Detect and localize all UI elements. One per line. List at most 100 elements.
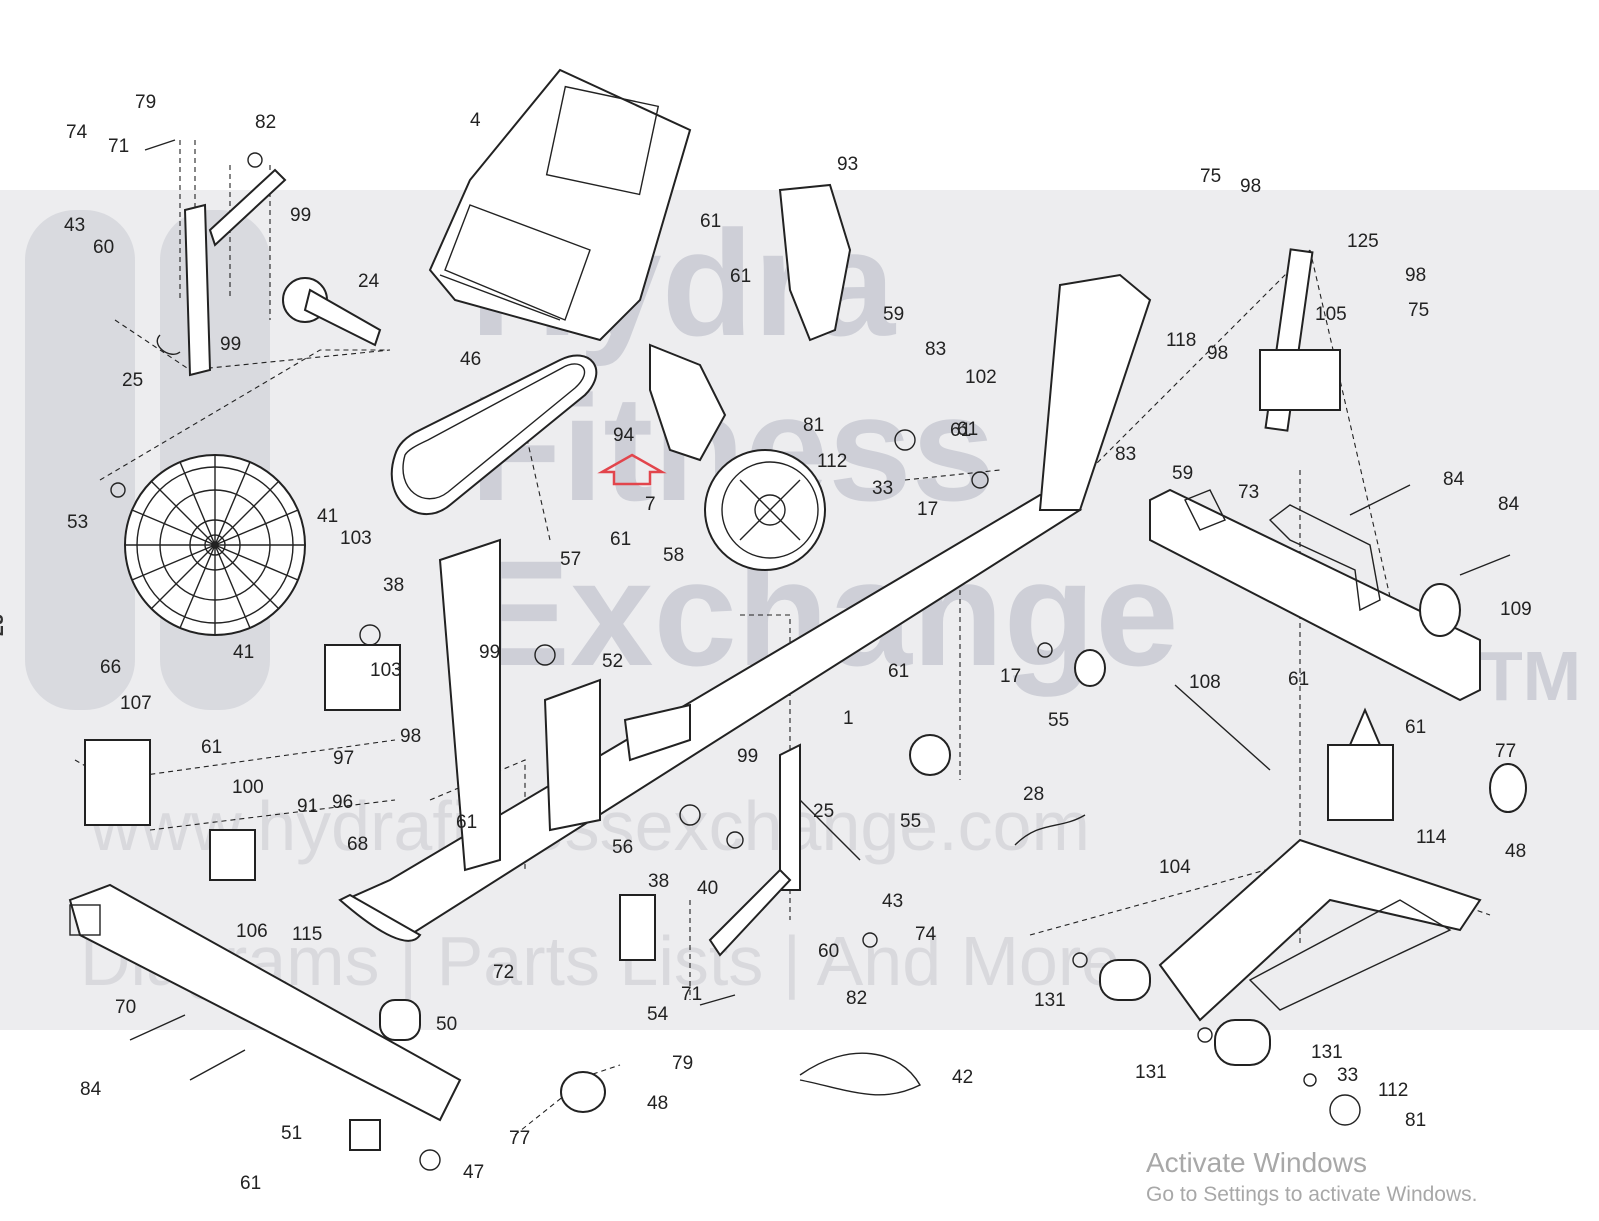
part-axle-24 [282, 277, 382, 347]
callout-4: 4 [470, 110, 481, 131]
callout-25: 25 [813, 801, 834, 822]
callout-77: 77 [1495, 741, 1516, 762]
callout-91: 91 [297, 796, 318, 817]
callout-43: 43 [64, 215, 85, 236]
callout-28: 28 [1023, 784, 1044, 805]
callout-93: 93 [837, 154, 858, 175]
watermark-logo-bar [25, 210, 135, 710]
callout-42: 42 [952, 1067, 973, 1088]
callout-40: 40 [697, 878, 718, 899]
callout-55: 55 [1048, 710, 1069, 731]
callout-54: 54 [647, 1004, 669, 1025]
callout-61: 61 [950, 420, 971, 441]
callout-98: 98 [400, 726, 421, 747]
callout-41: 41 [317, 506, 338, 527]
callout-79: 79 [135, 92, 156, 113]
callout-79: 79 [672, 1053, 693, 1074]
callout-1: 1 [843, 708, 854, 729]
callout-61: 61 [888, 661, 909, 682]
callout-7: 7 [645, 494, 656, 515]
callout-55: 55 [900, 811, 921, 832]
callout-75: 75 [1200, 166, 1221, 187]
part-upright-25 [708, 743, 861, 957]
part-crank-arm [156, 168, 287, 377]
callout-84: 84 [1443, 469, 1465, 490]
callout-109: 109 [1500, 599, 1532, 620]
callout-83: 83 [925, 339, 946, 360]
callout-38: 38 [383, 575, 404, 596]
callout-61: 61 [240, 1173, 261, 1194]
part-fan-wheel [124, 454, 306, 636]
callout-82: 82 [846, 988, 867, 1009]
callout-104: 104 [1159, 857, 1191, 878]
part-electronics [84, 644, 1086, 1151]
callout-72: 72 [493, 962, 514, 983]
callout-33: 33 [872, 478, 893, 499]
callout-112: 112 [817, 451, 847, 472]
part-hardware [110, 139, 1511, 1171]
callout-52: 52 [602, 651, 623, 672]
callout-46: 46 [460, 349, 481, 370]
callout-107: 107 [120, 693, 152, 714]
callout-labels: 7974718243609924992549361614694598310281… [64, 92, 1532, 1194]
callout-33: 33 [1337, 1065, 1358, 1086]
callout-114: 114 [1416, 827, 1447, 848]
activate-windows-title: Activate Windows [1146, 1147, 1367, 1178]
callout-97: 97 [333, 748, 354, 769]
callout-57: 57 [560, 549, 581, 570]
callout-99: 99 [220, 334, 241, 355]
watermark-tm: TM [1480, 637, 1581, 715]
callout-43: 43 [882, 891, 903, 912]
part-shroud-93 [649, 183, 852, 462]
callout-71: 71 [108, 136, 129, 157]
callout-61: 61 [610, 529, 631, 550]
callout-17: 17 [917, 499, 938, 520]
callout-61: 61 [1288, 669, 1309, 690]
callout-48: 48 [1505, 841, 1526, 862]
callout-118: 118 [1166, 330, 1196, 351]
callout-83: 83 [1115, 444, 1136, 465]
callout-38: 38 [648, 871, 669, 892]
part-belt [390, 354, 598, 516]
callout-50: 50 [436, 1014, 457, 1035]
page-number: 37 [0, 614, 6, 637]
callout-70: 70 [115, 997, 136, 1018]
callout-94: 94 [613, 425, 635, 446]
callout-61: 61 [201, 737, 222, 758]
part-console [428, 68, 692, 342]
callout-96: 96 [332, 792, 353, 813]
callout-103: 103 [340, 528, 372, 549]
callout-60: 60 [93, 237, 114, 258]
callout-60: 60 [818, 941, 839, 962]
callout-112: 112 [1378, 1080, 1408, 1101]
callout-131: 131 [1034, 990, 1066, 1011]
callout-82: 82 [255, 112, 276, 133]
callout-61: 61 [1405, 717, 1426, 738]
callout-81: 81 [1405, 1110, 1426, 1131]
callout-59: 59 [883, 304, 904, 325]
callout-108: 108 [1189, 672, 1221, 693]
callout-99: 99 [737, 746, 758, 767]
callout-68: 68 [347, 834, 368, 855]
callout-53: 53 [67, 512, 88, 533]
callout-99: 99 [479, 642, 500, 663]
callout-24: 24 [358, 271, 380, 292]
part-rollers [379, 583, 1527, 1113]
callout-58: 58 [663, 545, 684, 566]
callout-99: 99 [290, 205, 311, 226]
part-seat-post [1259, 248, 1341, 432]
activate-windows-subtitle: Go to Settings to activate Windows. [1146, 1183, 1478, 1206]
callout-61: 61 [456, 812, 477, 833]
callout-59: 59 [1172, 463, 1193, 484]
callout-131: 131 [1311, 1042, 1343, 1063]
callout-51: 51 [281, 1123, 302, 1144]
callout-98: 98 [1405, 265, 1426, 286]
callout-48: 48 [647, 1093, 668, 1114]
part-flywheel [704, 449, 826, 571]
activate-windows-notice: Activate Windows Go to Settings to activ… [1146, 1146, 1478, 1210]
part-frame-104 [1158, 838, 1482, 1022]
callout-115: 115 [292, 924, 322, 945]
callout-74: 74 [66, 122, 88, 143]
